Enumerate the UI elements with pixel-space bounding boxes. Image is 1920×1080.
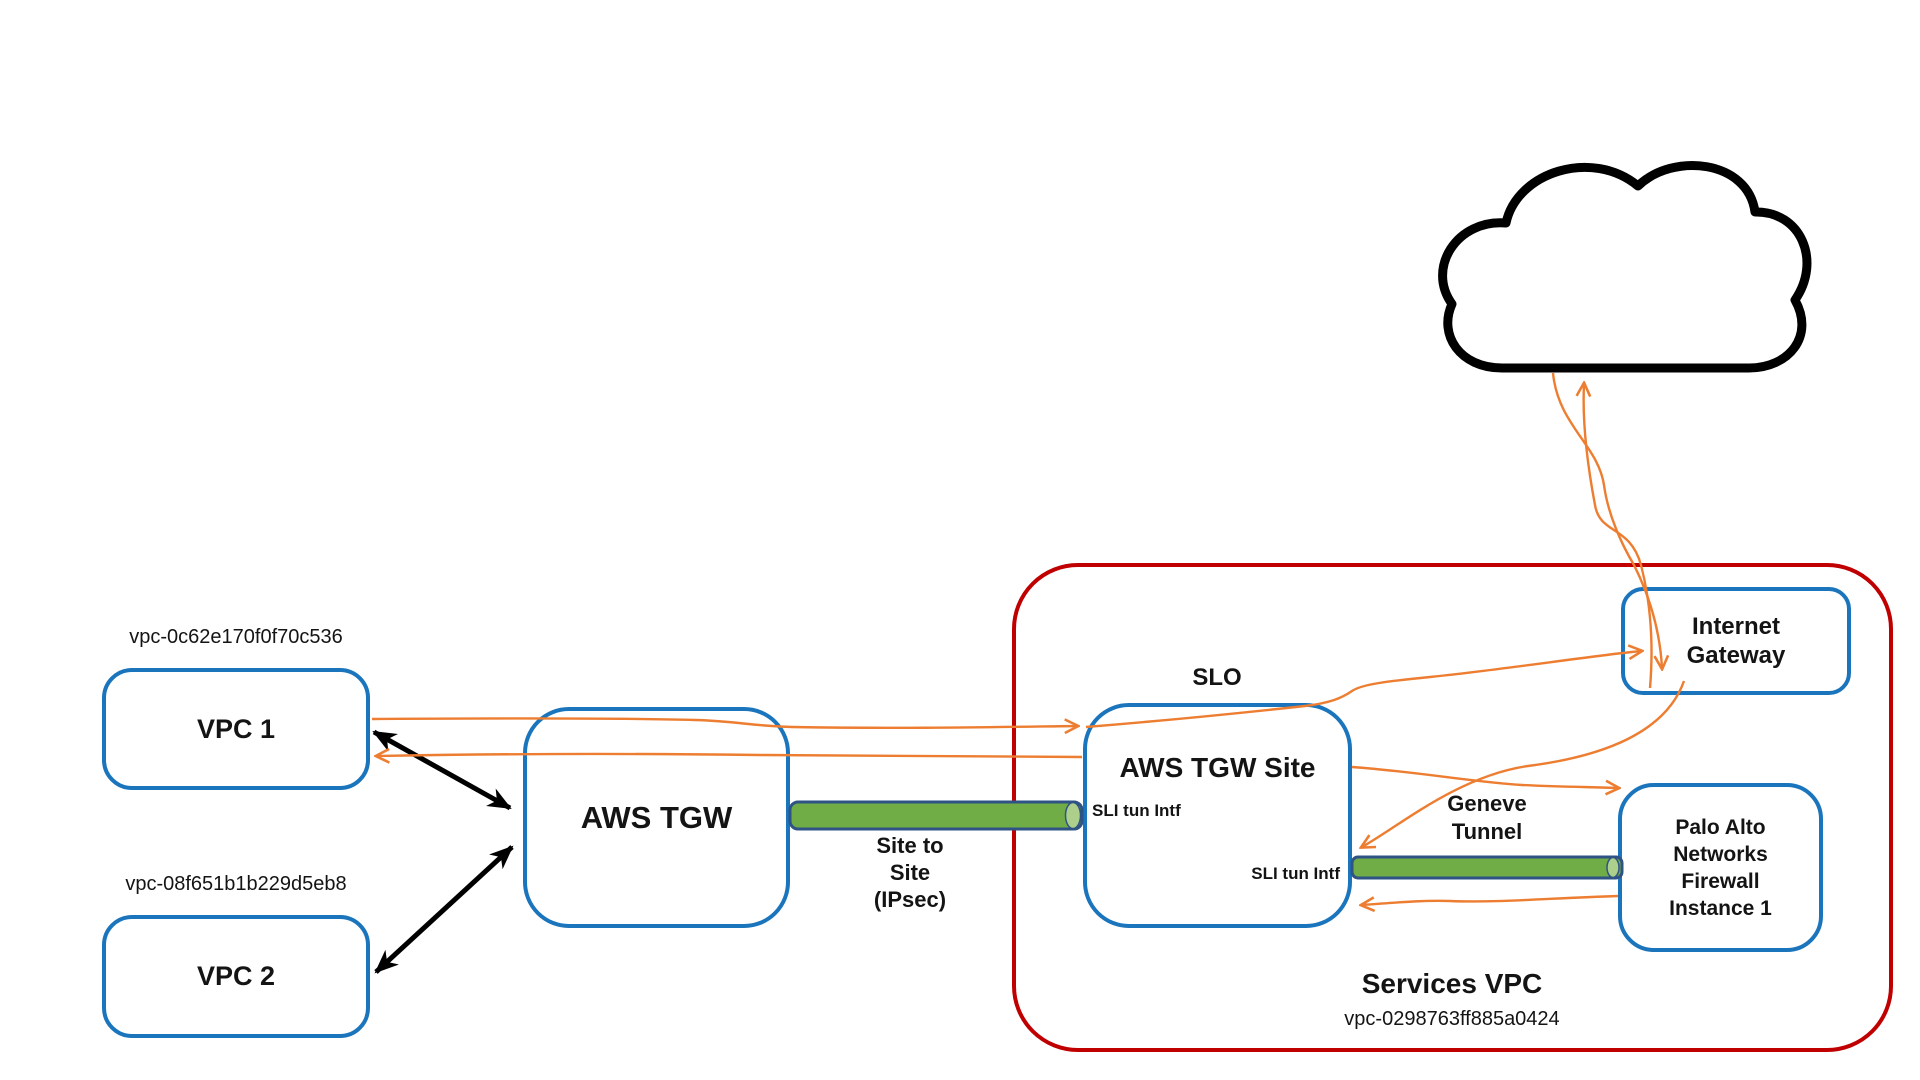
slo-label: SLO [1192, 664, 1242, 691]
internet-gateway-title: Internet Gateway [1686, 613, 1786, 669]
vpc1-box: VPC 1 [102, 668, 370, 790]
vpc2-id-label: vpc-08f651b1b229d5eb8 [125, 873, 347, 895]
vpc1-title: VPC 1 [196, 713, 276, 744]
services-vpc-title: Services VPC [1361, 968, 1543, 999]
vpc1-id-label: vpc-0c62e170f0f70c536 [129, 626, 343, 648]
internet-cloud-icon [1438, 161, 1812, 373]
internet-gateway-box: Internet Gateway [1621, 587, 1851, 695]
firewall-box: Palo Alto Networks Firewall Instance 1 [1618, 783, 1823, 952]
aws-tgw-title: AWS TGW [580, 799, 733, 835]
geneve-tunnel-label: Geneve Tunnel [1447, 791, 1527, 844]
internet-cloud-label: Internet [1563, 293, 1667, 324]
firewall-title: Palo Alto Networks Firewall Instance 1 [1669, 815, 1772, 920]
sli-tun-intf-right-label: SLI tun Intf [1251, 864, 1340, 883]
sli-tun-intf-left-label: SLI tun Intf [1092, 801, 1181, 820]
vpc2-title: VPC 2 [196, 961, 276, 991]
aws-tgw-site-title: AWS TGW Site [1119, 752, 1316, 783]
arrow-vpc2-tgw [374, 845, 514, 974]
services-vpc-id-label: vpc-0298763ff885a0424 [1344, 1008, 1560, 1030]
site-to-site-label: Site to Site (IPsec) [873, 833, 947, 912]
aws-tgw-box: AWS TGW [523, 707, 790, 928]
arrow-vpc1-tgw [372, 729, 512, 811]
vpc2-box: VPC 2 [102, 915, 370, 1038]
